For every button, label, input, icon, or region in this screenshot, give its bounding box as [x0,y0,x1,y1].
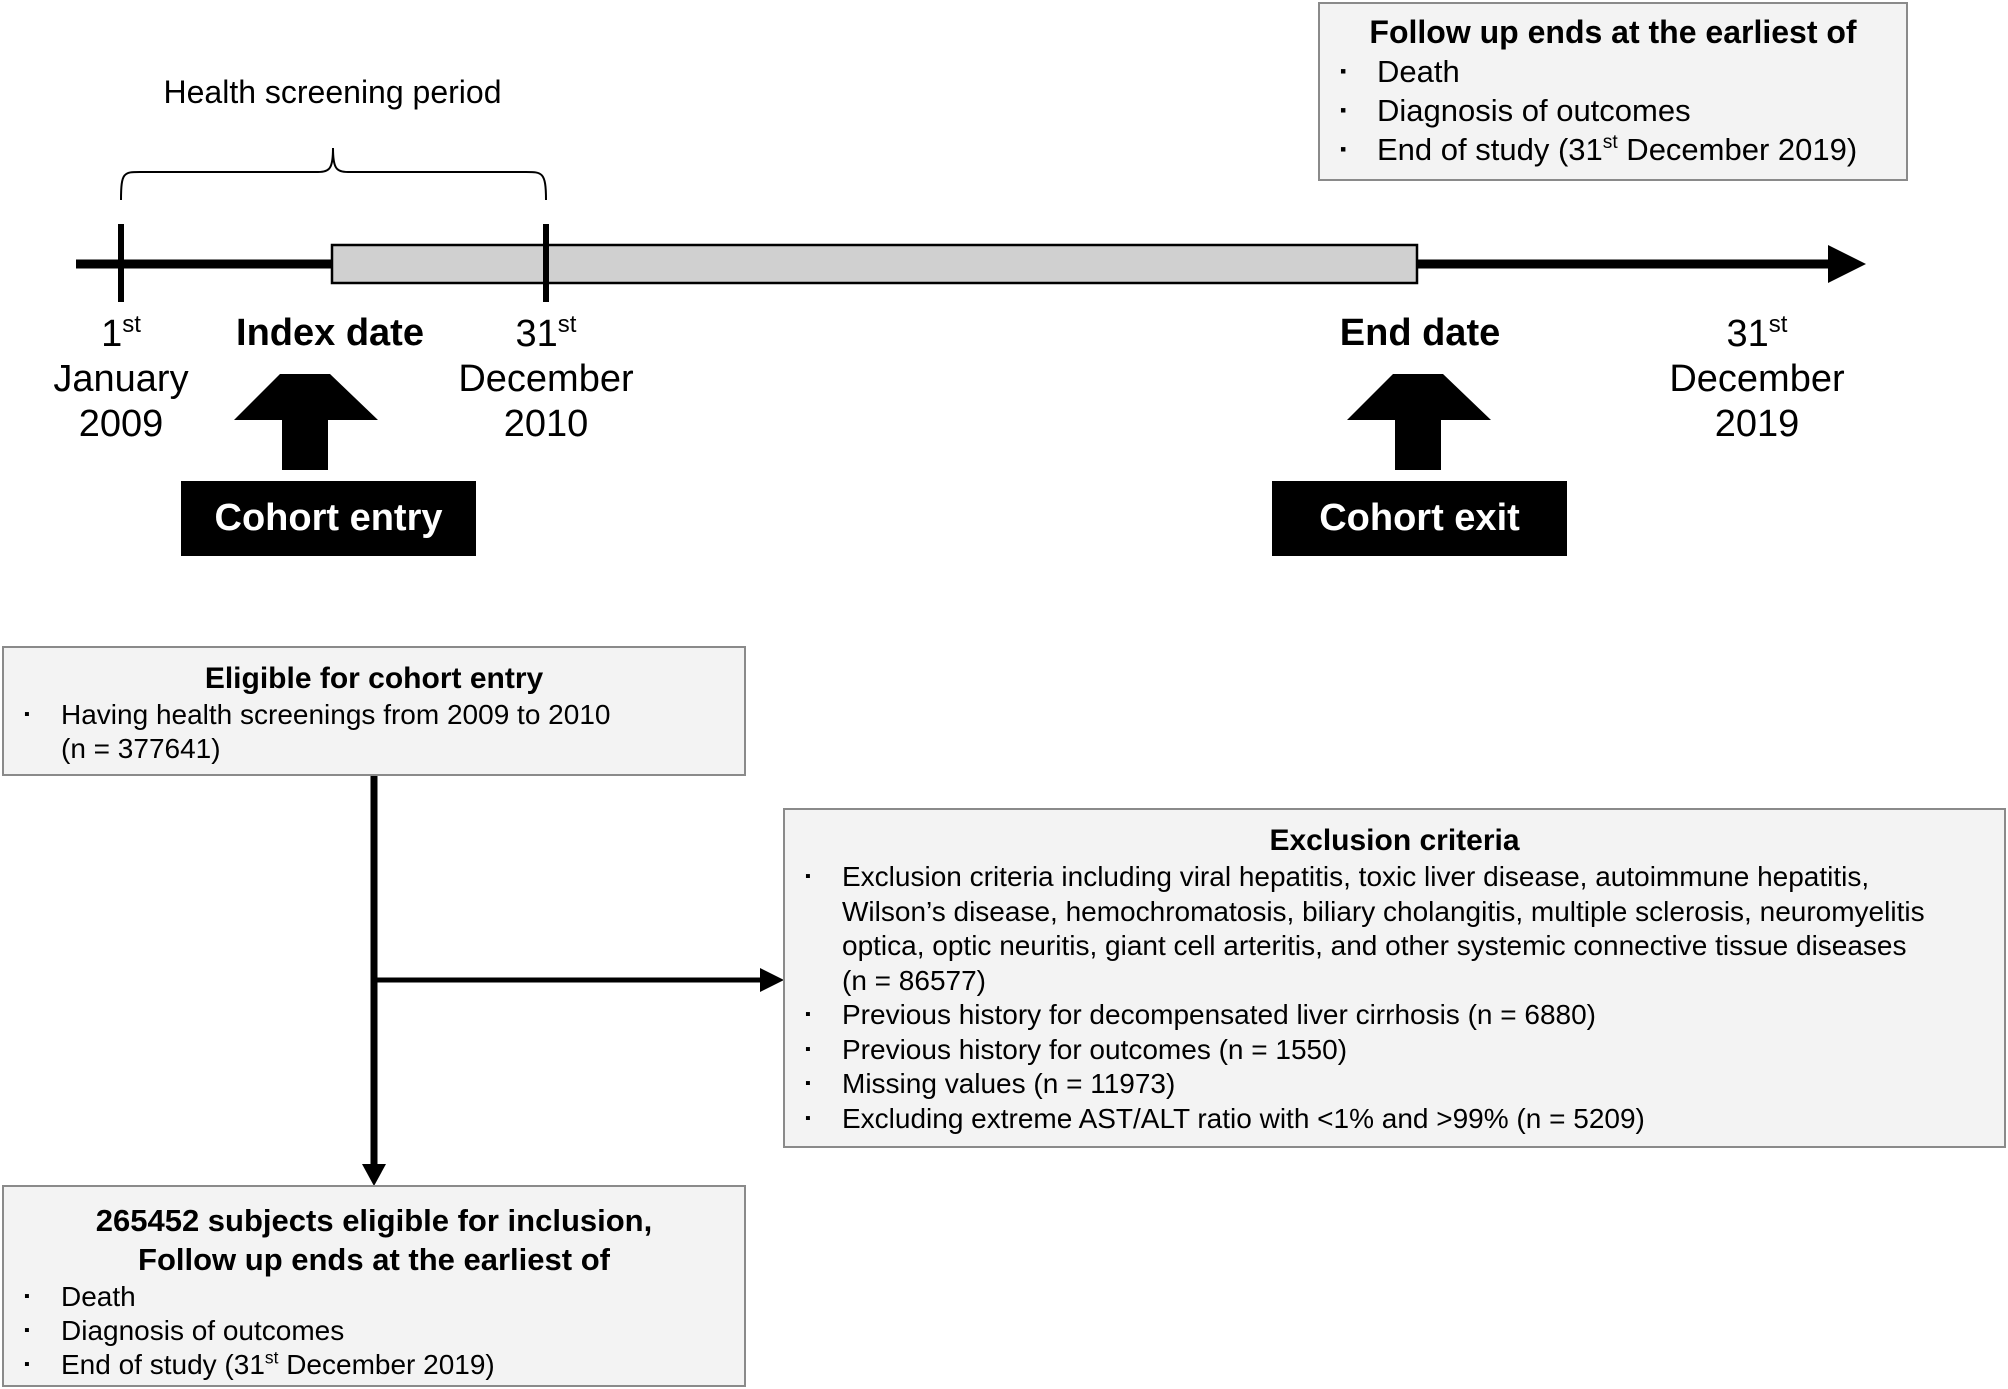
exclusion-item-line: Excluding extreme AST/ALT ratio with <1%… [842,1102,1645,1134]
exclusion-list: ▪ Exclusion criteria including viral hepa… [785,860,2004,1136]
date-year: 2010 [503,403,589,445]
final-item: ▪ Death [4,1280,744,1314]
bullet-icon: ▪ [24,706,30,723]
eligible-title: Eligible for cohort entry [204,662,544,695]
bullet-icon: ▪ [805,1006,811,1023]
cohort-entry-box: Cohort entry [181,481,476,556]
follow-up-period-bar [330,243,1419,285]
final-list: ▪ Death ▪ Diagnosis of outcomes ▪ End of… [4,1280,744,1382]
follow-up-item: ▪ Diagnosis of outcomes [1320,91,1906,130]
eligible-item: ▪ Having health screenings from 2009 to … [4,698,744,766]
exclusion-item: ▪ Missing values (n = 11973) [785,1067,2004,1102]
date-label-dec-2010: 31st December 2010 [416,312,676,447]
date-day: 1 [101,313,123,355]
date-ordinal: st [557,311,577,338]
exclusion-item-line: Wilson’s disease, hemochromatosis, bilia… [842,895,1925,927]
follow-up-item: ▪ End of study (31st December 2019) [1320,130,1906,169]
final-item: ▪ Diagnosis of outcomes [4,1314,744,1348]
screening-period-brace [120,147,547,201]
end-date-label: End date [1339,312,1501,354]
eligible-count: (n = 377641) [61,733,221,764]
bullet-icon: ▪ [24,1288,30,1305]
follow-up-title: Follow up ends at the earliest of [1369,14,1857,50]
date-year: 2009 [78,403,164,445]
timeline-graphic [76,147,1866,470]
cohort-exit-label: Cohort exit [1319,497,1520,539]
date-month: January [53,358,189,400]
end-date-arrow [1347,374,1491,470]
date-label-dec-2019: 31st December 2019 [1627,312,1887,447]
cohort-exit-box: Cohort exit [1272,481,1567,556]
bullet-icon: ▪ [805,1075,811,1092]
follow-up-item-text: December 2019) [1617,132,1858,167]
exclusion-item-line: (n = 86577) [842,964,986,996]
ordinal-suffix: st [264,1347,279,1368]
exclusion-item: ▪ Previous history for outcomes (n = 1550… [785,1033,2004,1068]
follow-up-item-text: Diagnosis of outcomes [1377,93,1691,128]
date-month: December [1669,358,1845,400]
exclusion-item-line: Missing values (n = 11973) [842,1068,1176,1099]
bullet-icon: ▪ [1340,139,1347,159]
exclusion-item-line: Previous history for decompensated liver… [842,999,1597,1030]
final-title-line2: Follow up ends at the earliest of [138,1242,610,1277]
index-date-label: Index date [236,312,424,354]
bullet-icon: ▪ [805,868,811,885]
flow-right-arrowhead [760,968,784,992]
bullet-icon: ▪ [805,1040,811,1058]
final-title-line1: 265452 subjects eligible for inclusion, [95,1203,653,1238]
date-label-jan-2009: 1st January 2009 [0,312,251,447]
follow-up-item: ▪ Death [1320,52,1906,91]
date-day: 31 [1726,313,1769,355]
final-item-text: End of study (31 [61,1349,265,1380]
exclusion-item-line: Previous history for outcomes (n = 1550) [842,1033,1348,1065]
cohort-entry-label: Cohort entry [214,497,443,539]
bullet-icon: ▪ [24,1322,30,1339]
exclusion-item: ▪ Exclusion criteria including viral hepa… [785,860,2004,998]
eligible-line: Having health screenings from 2009 to 20… [61,699,611,730]
index-date-arrow [234,374,378,470]
exclusion-title: Exclusion criteria [1269,824,1520,857]
date-year: 2019 [1714,403,1800,445]
follow-up-box: Follow up ends at the earliest of ▪ Deat… [1318,2,1908,181]
final-item-text: Diagnosis of outcomes [61,1315,345,1346]
follow-up-list: ▪ Death ▪ Diagnosis of outcomes ▪ End of… [1320,52,1906,169]
date-day: 31 [515,313,558,355]
screening-period-label: Health screening period [163,74,502,110]
eligible-box: Eligible for cohort entry ▪ Having healt… [2,646,746,776]
bullet-icon: ▪ [1340,100,1347,120]
flow-down-arrowhead [362,1164,386,1186]
exclusion-item: ▪ Excluding extreme AST/ALT ratio with <1… [785,1102,2004,1137]
ordinal-suffix: st [1602,132,1618,154]
final-item-text: Death [61,1281,136,1312]
bullet-icon: ▪ [24,1356,30,1373]
date-ordinal: st [122,311,141,338]
final-cohort-box: 265452 subjects eligible for inclusion, … [2,1185,746,1387]
exclusion-item-line: Exclusion criteria including viral hepat… [842,861,1870,892]
final-item: ▪ End of study (31st December 2019) [4,1348,744,1382]
follow-up-item-text: Death [1377,54,1460,89]
exclusion-item: ▪ Previous history for decompensated live… [785,998,2004,1033]
exclusion-box: Exclusion criteria ▪ Exclusion criteria i… [783,808,2006,1148]
date-ordinal: st [1768,311,1788,338]
follow-up-item-text: End of study (31 [1377,132,1603,167]
bullet-icon: ▪ [805,1109,811,1127]
bullet-icon: ▪ [1340,61,1347,81]
flow-connectors [362,774,784,1186]
timeline-arrowhead [1828,245,1866,283]
exclusion-item-line: optica, optic neuritis, giant cell arter… [842,930,1907,961]
final-item-text: December 2019) [278,1349,495,1380]
date-month: December [458,358,634,400]
